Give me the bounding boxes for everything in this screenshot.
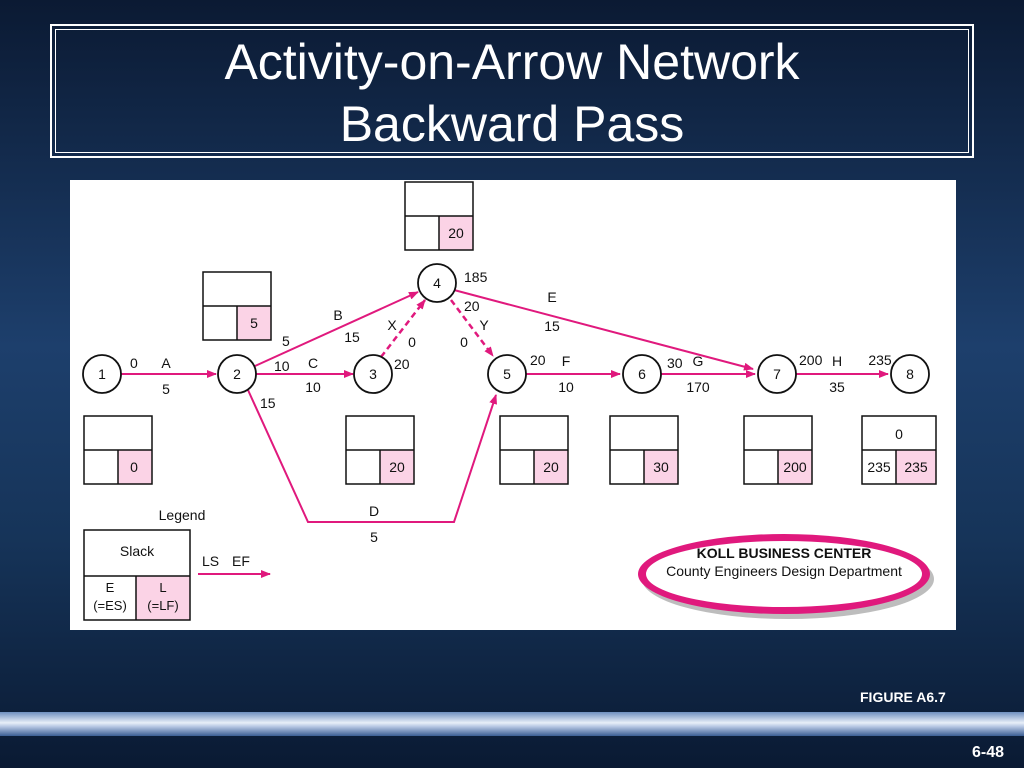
activity-D-name: D (369, 503, 379, 519)
activity-C-ls: 10 (274, 358, 290, 374)
logo-subtitle: County Engineers Design Department (666, 563, 902, 579)
time-box-node-4: 20 (404, 181, 474, 251)
node-2-label: 2 (233, 366, 241, 382)
arrow-X (380, 299, 426, 358)
activity-X-name: X (387, 317, 397, 333)
activity-H-name: H (832, 353, 842, 369)
node-3-label: 3 (369, 366, 377, 382)
logo-title: KOLL BUSINESS CENTER (697, 545, 872, 561)
arrow-D (247, 389, 497, 523)
node-1-late-finish: 0 (130, 459, 138, 475)
activity-F-duration: 10 (558, 379, 574, 395)
activity-G-name: G (693, 353, 704, 369)
activity-A-duration: 5 (162, 381, 170, 397)
page-number: 6-48 (972, 744, 1005, 761)
node-8-slack: 0 (895, 426, 903, 442)
title-box: Activity-on-Arrow Network Backward Pass (50, 24, 974, 158)
node-5-late-finish: 20 (543, 459, 559, 475)
arrow-Y (450, 299, 494, 357)
activity-Y-name: Y (479, 317, 489, 333)
koll-logo: KOLL BUSINESS CENTER County Engineers De… (638, 534, 934, 619)
arrow-E (453, 289, 754, 371)
node-6-late-finish: 30 (653, 459, 669, 475)
activity-F-ls: 20 (530, 352, 546, 368)
node-1: 1 (82, 354, 122, 394)
node-6-label: 6 (638, 366, 646, 382)
time-box-node-6: 30 (609, 415, 679, 485)
node-4: 4 (417, 263, 457, 303)
legend-e-desc: (=ES) (93, 598, 127, 613)
node-8: 8 (890, 354, 930, 394)
node-3: 3 (353, 354, 393, 394)
activity-A-ls: 0 (130, 355, 138, 371)
activity-D-duration: 5 (370, 529, 378, 545)
time-box-node-3: 20 (345, 415, 415, 485)
node-5: 5 (487, 354, 527, 394)
activity-labels: 0 A 5 5 B 15 10 C 10 15 D 5 20 X 0 20 Y … (130, 269, 892, 545)
legend-e-label: E (106, 580, 115, 595)
title-line-1: Activity-on-Arrow Network (224, 34, 800, 90)
activity-E-name: E (547, 289, 556, 305)
node-7-late-finish: 200 (783, 459, 807, 475)
node-6: 6 (622, 354, 662, 394)
time-box-node-7: 200 (743, 415, 813, 485)
node-8-label: 8 (906, 366, 914, 382)
activity-D-ls: 15 (260, 395, 276, 411)
nodes: 1 2 3 4 5 6 7 8 (82, 263, 930, 394)
activity-B-ls: 5 (282, 333, 290, 349)
legend-l-desc: (=LF) (147, 598, 178, 613)
activity-B-duration: 15 (344, 329, 360, 345)
network-diagram: 1 2 3 4 5 6 7 8 (70, 180, 956, 630)
activity-X-ls: 20 (394, 356, 410, 372)
activity-H-ef: 235 (868, 352, 892, 368)
activity-X-duration: 0 (408, 334, 416, 350)
node-8-early-start: 235 (867, 459, 891, 475)
activity-H-ls: 200 (799, 352, 823, 368)
time-box-node-8: 0 235 235 (861, 415, 937, 485)
footer-stripe (0, 712, 1024, 736)
legend-l-label: L (159, 580, 166, 595)
node-7-label: 7 (773, 366, 781, 382)
activity-G-ls: 30 (667, 355, 683, 371)
legend: Legend Slack E (=ES) L (=LF) LS EF (83, 507, 271, 621)
node-3-late-finish: 20 (389, 459, 405, 475)
slack-boxes: 0 5 20 20 (83, 181, 937, 485)
title-line-2: Backward Pass (339, 96, 685, 152)
activity-H-duration: 35 (829, 379, 845, 395)
activity-arrows (121, 289, 889, 523)
activity-Y-ls: 20 (464, 298, 480, 314)
time-box-node-2: 5 (202, 271, 272, 341)
time-box-node-1: 0 (83, 415, 153, 485)
legend-ef: EF (232, 553, 250, 569)
arrow-B (254, 291, 419, 367)
figure-label: FIGURE A6.7 (860, 689, 946, 705)
node-1-label: 1 (98, 366, 106, 382)
activity-G-duration: 170 (686, 379, 710, 395)
activity-A-name: A (161, 355, 171, 371)
legend-ls: LS (202, 553, 219, 569)
legend-title: Legend (159, 507, 206, 523)
activity-B-name: B (333, 307, 342, 323)
node-2: 2 (217, 354, 257, 394)
node-8-late-finish: 235 (904, 459, 928, 475)
activity-C-duration: 10 (305, 379, 321, 395)
legend-slack: Slack (120, 543, 155, 559)
node-2-late-finish: 5 (250, 315, 258, 331)
node-4-label: 4 (433, 275, 441, 291)
activity-E-ls: 185 (464, 269, 488, 285)
time-box-node-5: 20 (499, 415, 569, 485)
activity-Y-duration: 0 (460, 334, 468, 350)
node-4-late-finish: 20 (448, 225, 464, 241)
activity-C-name: C (308, 355, 318, 371)
node-7: 7 (757, 354, 797, 394)
node-5-label: 5 (503, 366, 511, 382)
activity-F-name: F (562, 353, 571, 369)
activity-E-duration: 15 (544, 318, 560, 334)
